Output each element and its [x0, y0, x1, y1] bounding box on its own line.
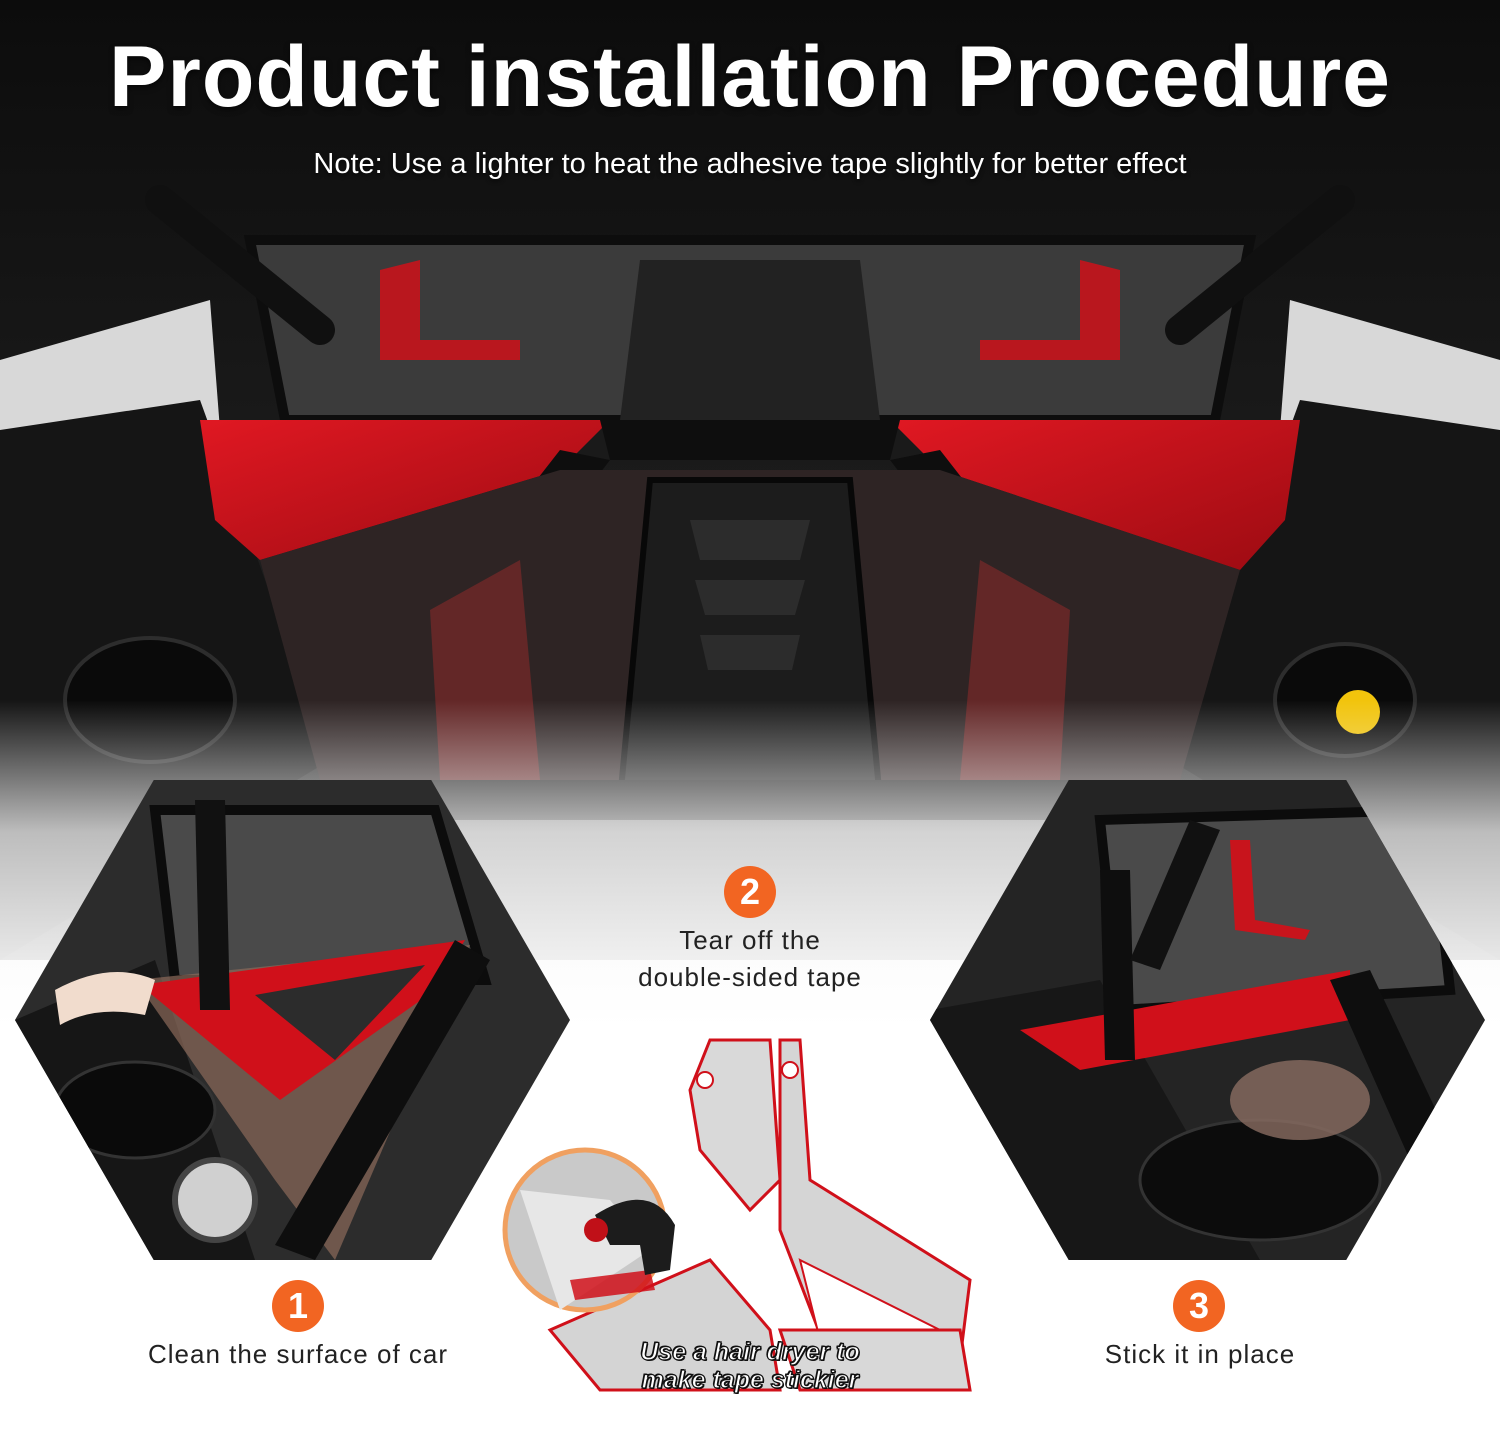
step-3-badge: 3 [1173, 1280, 1225, 1332]
step-2-caption-line-2: double-sided tape [638, 962, 862, 992]
step-3-caption: Stick it in place [1104, 1339, 1296, 1369]
step-1-caption: Clean the surface of car [147, 1339, 449, 1369]
hair-dryer-note-line-2: make tape stickier [641, 1365, 859, 1394]
trim-panel-product-image [502, 1038, 972, 1392]
heating-note: Note: Use a lighter to heat the adhesive… [313, 148, 1187, 180]
step-2-caption-line-1: Tear off the [679, 925, 821, 955]
step-2-badge: 2 [724, 866, 776, 918]
hair-dryer-note-line-1: Use a hair dryer to [640, 1337, 861, 1366]
page-title: Product installation Procedure [109, 29, 1391, 125]
step-3-photo [930, 780, 1485, 1260]
hair-dryer-note: Use a hair dryer to make tape stickier [560, 1337, 940, 1394]
step-1-badge: 1 [272, 1280, 324, 1332]
step-2-caption: Tear off the double-sided tape [570, 922, 930, 996]
